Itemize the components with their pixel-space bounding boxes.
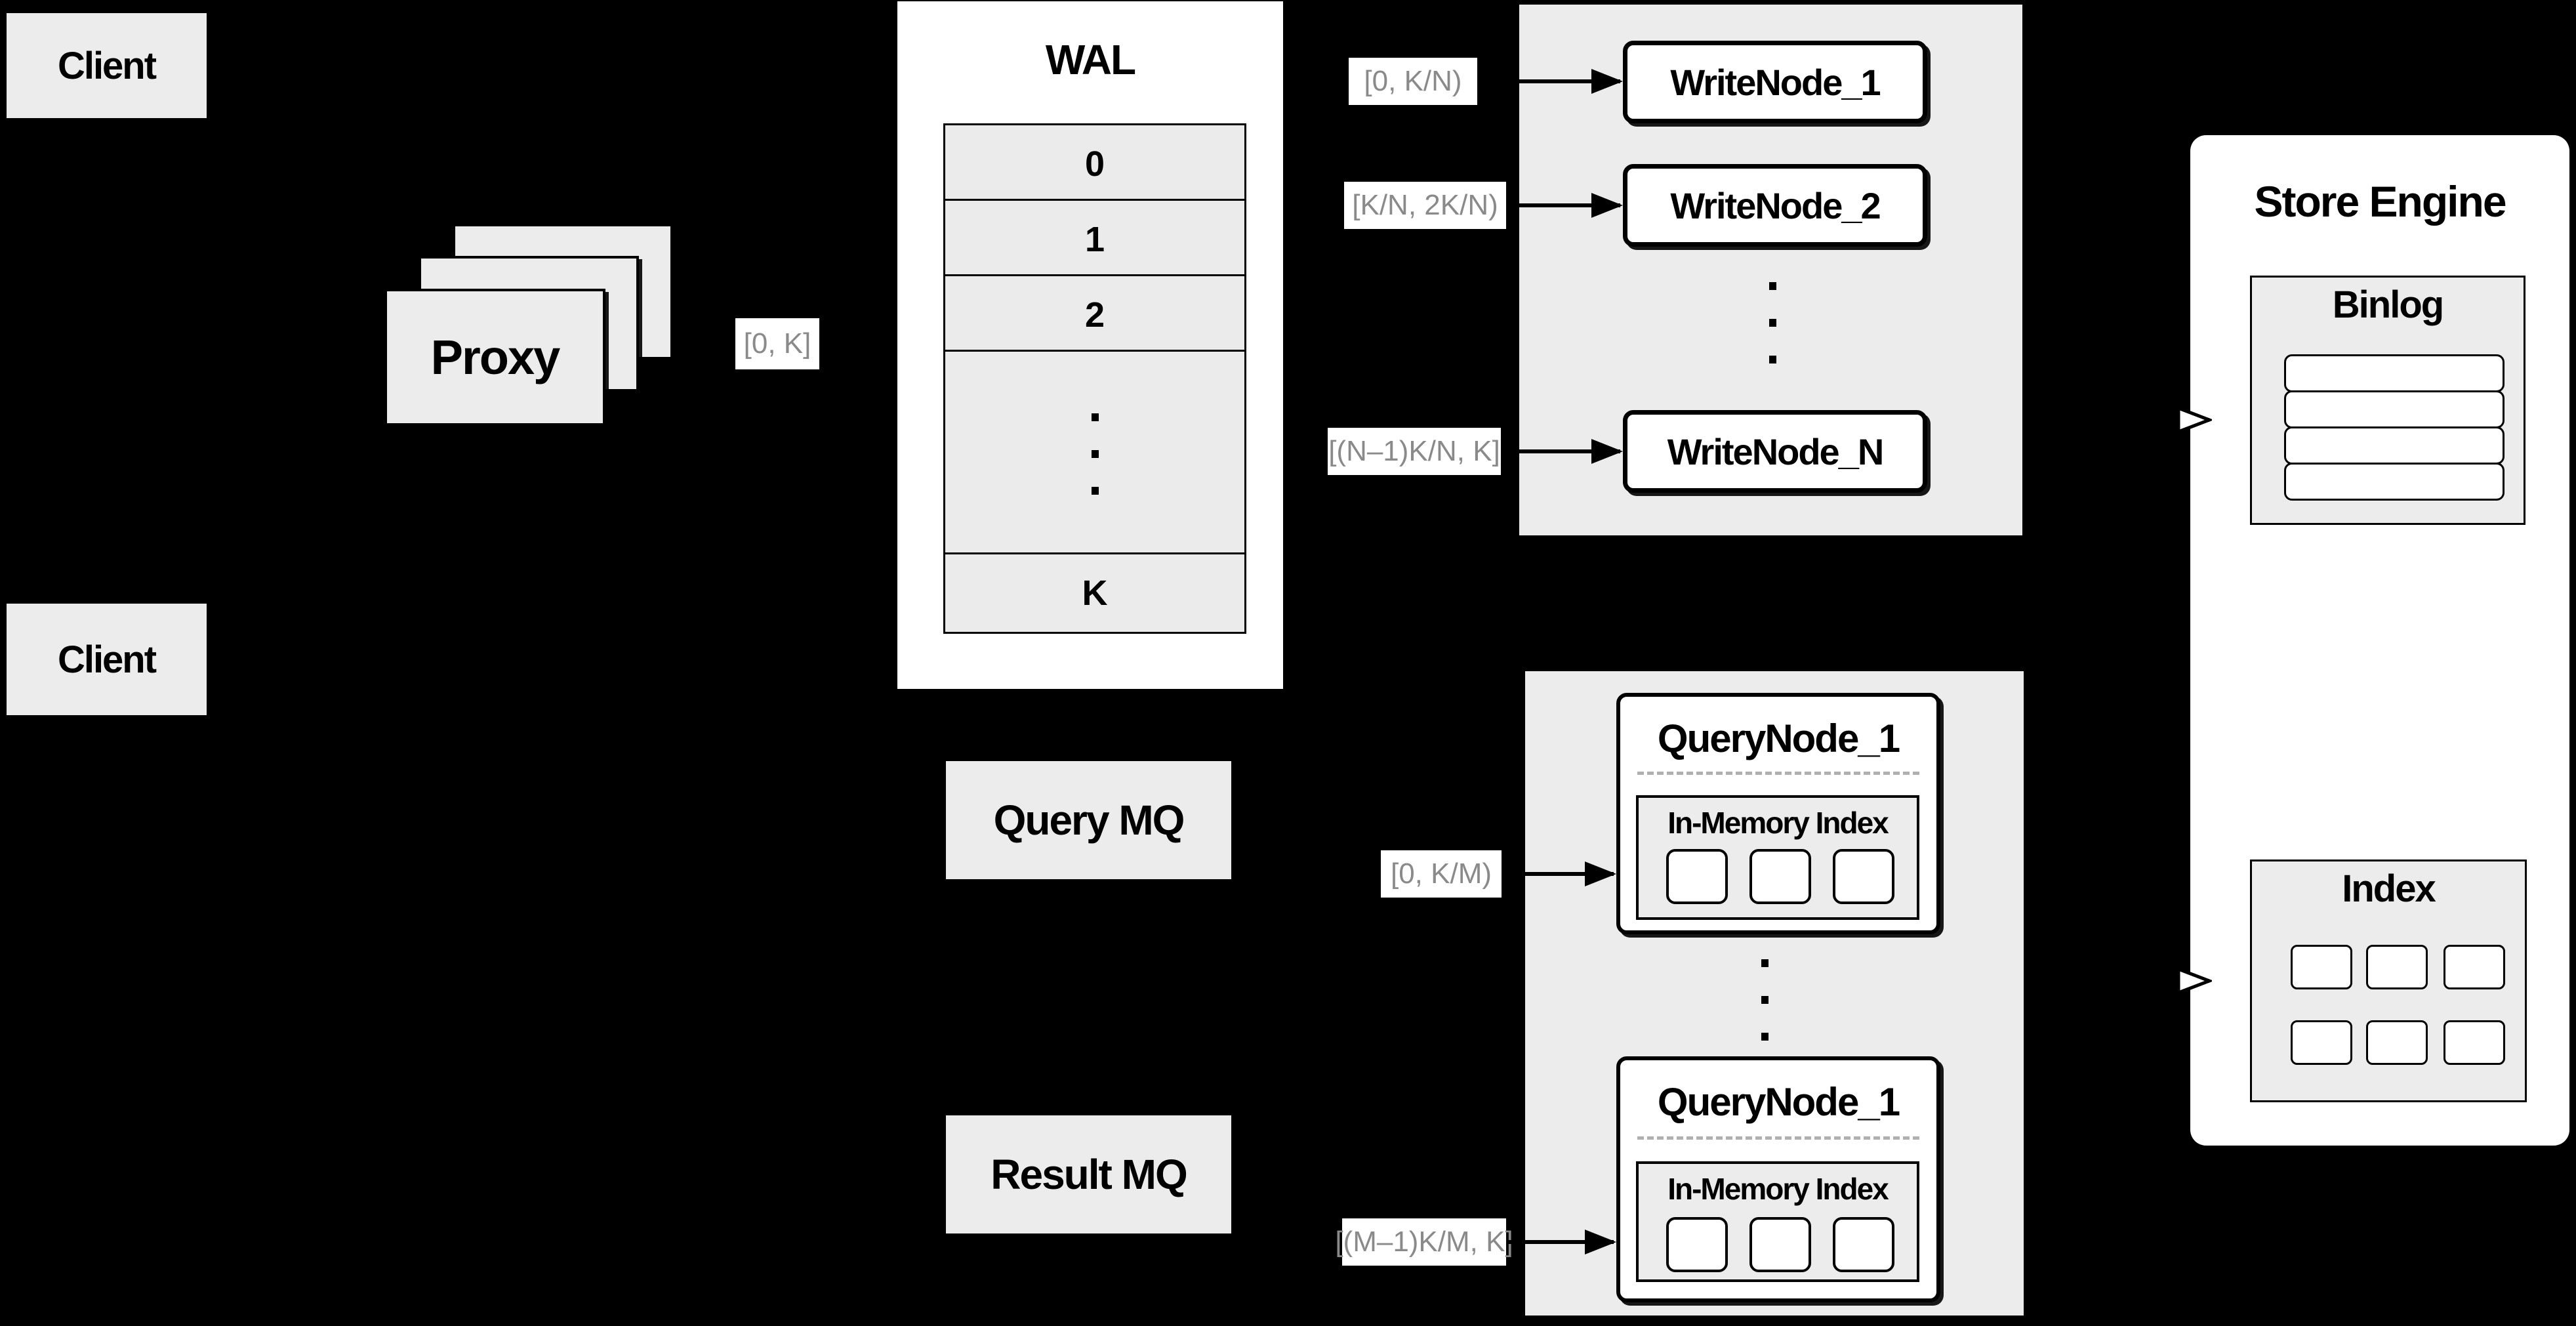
inmemory-segment-cell (1833, 849, 1894, 904)
index-cell (2366, 945, 2428, 989)
range-label-query-1-text: [0, K/M) (1390, 858, 1492, 890)
write-node-1-label: WriteNode_1 (1670, 61, 1881, 103)
binlog-row (2284, 426, 2504, 465)
ellipsis-dots-query-group (1761, 959, 1768, 1041)
write-node-n-label: WriteNode_N (1667, 430, 1885, 472)
wal-segment-k-label: K (1082, 573, 1108, 613)
write-node-2-box: WriteNode_2 (1623, 164, 1927, 247)
range-label-query-2-text: [(M–1)K/M, K] (1335, 1226, 1513, 1258)
range-label-query-2: [(M–1)K/M, K] (1335, 1218, 1513, 1266)
index-title: Index (2342, 867, 2436, 910)
query-node-2-title: QueryNode_1 (1657, 1079, 1900, 1124)
inmemory-segment-cell (1749, 849, 1811, 904)
binlog-row (2284, 354, 2504, 392)
binlog-title: Binlog (2332, 283, 2444, 326)
result-mq-box: Result MQ (946, 1115, 1231, 1233)
query-node-2-inmemory-title: In-Memory Index (1667, 1172, 1889, 1206)
client-bottom-label: Client (57, 638, 157, 681)
range-label-write-2: [K/N, 2K/N) (1344, 182, 1506, 229)
wal-segment-1: 1 (943, 199, 1246, 280)
ellipsis-dots-write-group (1769, 282, 1776, 363)
write-node-n-box: WriteNode_N (1623, 410, 1927, 493)
client-top-box: Client (7, 13, 207, 118)
inmemory-segment-cell (1666, 1217, 1728, 1272)
query-node-2-title-wrap: QueryNode_1 (1616, 1072, 1940, 1131)
inmemory-segment-cell (1749, 1217, 1811, 1272)
index-cell (2291, 945, 2352, 989)
query-node-1-inmemory-title-wrap: In-Memory Index (1636, 803, 1919, 842)
query-mq-box: Query MQ (946, 761, 1231, 879)
binlog-row (2284, 463, 2504, 501)
inmemory-segment-cell (1666, 849, 1728, 904)
query-node-1-title: QueryNode_1 (1657, 716, 1900, 760)
wal-title-wrap: WAL (897, 36, 1283, 83)
wal-segment-1-label: 1 (1084, 220, 1105, 259)
wal-title: WAL (1045, 36, 1136, 83)
ellipsis-dots-wal (1091, 413, 1099, 495)
wal-segment-2: 2 (943, 274, 1246, 356)
range-label-query-1: [0, K/M) (1381, 850, 1502, 898)
client-bottom-box: Client (7, 604, 207, 715)
wal-segment-ellipsis-cell (943, 350, 1246, 558)
wal-segment-k: K (943, 552, 1246, 634)
range-label-write-2-text: [K/N, 2K/N) (1352, 189, 1498, 221)
range-label-proxy-out-text: [0, K] (743, 327, 811, 360)
query-node-1-inmemory-title: In-Memory Index (1667, 806, 1889, 840)
range-label-proxy-out: [0, K] (735, 318, 819, 369)
store-engine-title-wrap: Store Engine (2190, 177, 2569, 226)
store-engine-title: Store Engine (2254, 177, 2506, 226)
index-cell (2291, 1020, 2352, 1065)
binlog-title-wrap: Binlog (2250, 283, 2525, 326)
query-node-1-title-wrap: QueryNode_1 (1616, 709, 1940, 768)
write-node-2-label: WriteNode_2 (1670, 184, 1881, 226)
proxy-box: Proxy (384, 289, 605, 426)
query-node-1-divider (1637, 772, 1919, 775)
range-label-write-n: [(N–1)K/N, K] (1328, 428, 1501, 475)
result-mq-label: Result MQ (991, 1151, 1187, 1198)
index-cell (2443, 1020, 2505, 1065)
proxy-label: Proxy (430, 330, 561, 384)
range-label-write-1-text: [0, K/N) (1364, 65, 1462, 97)
range-label-write-n-text: [(N–1)K/N, K] (1328, 435, 1500, 467)
client-top-label: Client (57, 44, 157, 87)
query-node-2-inmemory-title-wrap: In-Memory Index (1636, 1169, 1919, 1209)
wal-segment-2-label: 2 (1084, 295, 1105, 335)
write-node-1-box: WriteNode_1 (1623, 41, 1927, 123)
index-title-wrap: Index (2250, 867, 2527, 910)
binlog-row (2284, 390, 2504, 428)
query-node-2-divider (1637, 1136, 1919, 1140)
index-cell (2366, 1020, 2428, 1065)
inmemory-segment-cell (1833, 1217, 1894, 1272)
wal-segment-0: 0 (943, 123, 1246, 205)
wal-segment-0-label: 0 (1084, 144, 1105, 184)
index-cell (2443, 945, 2505, 989)
query-mq-label: Query MQ (993, 797, 1185, 844)
range-label-write-1: [0, K/N) (1349, 58, 1477, 105)
